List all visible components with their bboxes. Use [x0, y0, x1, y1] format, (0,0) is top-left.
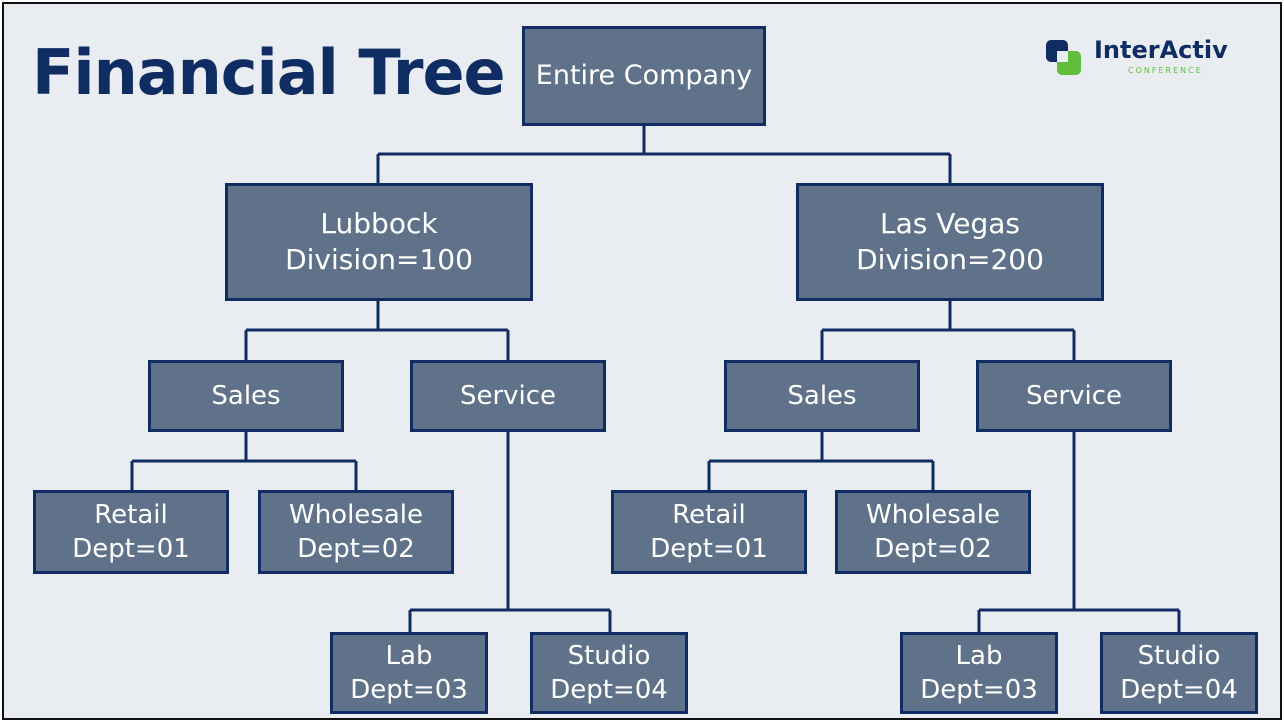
- node-lasvegas-sales: Sales: [724, 360, 920, 432]
- node-entire-company: Entire Company: [522, 26, 766, 126]
- dept-code: Dept=04: [550, 675, 668, 705]
- dept-code: Dept=02: [874, 534, 992, 564]
- dept-name: Retail: [672, 500, 746, 530]
- node-lubbock-studio: Studio Dept=04: [530, 632, 688, 714]
- node-lasvegas-studio: Studio Dept=04: [1100, 632, 1258, 714]
- dept-code: Dept=04: [1120, 675, 1238, 705]
- logo-mark-icon: [1046, 40, 1081, 75]
- dept-name: Retail: [94, 500, 168, 530]
- division-name: Lubbock: [320, 207, 438, 240]
- page-title: Financial Tree: [32, 36, 506, 109]
- connector-lubbock: [244, 300, 510, 362]
- dept-code: Dept=03: [920, 675, 1038, 705]
- logo-tagline: CONFERENCE: [1128, 66, 1203, 75]
- dept-code: Dept=02: [297, 534, 415, 564]
- node-lasvegas-wholesale: Wholesale Dept=02: [835, 490, 1031, 574]
- connector-lubbock-sales: [130, 432, 358, 492]
- dept-code: Dept=01: [72, 534, 190, 564]
- node-lasvegas-lab: Lab Dept=03: [900, 632, 1058, 714]
- node-lubbock-retail: Retail Dept=01: [33, 490, 229, 574]
- dept-name: Studio: [1137, 641, 1221, 671]
- division-code: Division=100: [285, 243, 473, 276]
- division-code: Division=200: [856, 243, 1044, 276]
- connector-lasvegas-service: [977, 432, 1181, 634]
- dept-name: Lab: [385, 641, 433, 671]
- dept-name: Wholesale: [288, 500, 423, 530]
- node-division-lubbock: Lubbock Division=100: [225, 183, 533, 301]
- node-lubbock-lab: Lab Dept=03: [330, 632, 488, 714]
- node-lubbock-sales: Sales: [148, 360, 344, 432]
- dept-name: Studio: [567, 641, 651, 671]
- group-label: Sales: [211, 381, 281, 411]
- interactiv-logo: InterActiv CONFERENCE: [1044, 36, 1254, 84]
- logo-name: InterActiv: [1094, 36, 1228, 64]
- group-label: Service: [1025, 381, 1123, 411]
- dept-code: Dept=01: [650, 534, 768, 564]
- dept-name: Lab: [955, 641, 1003, 671]
- connector-lubbock-service: [408, 432, 612, 634]
- node-lubbock-wholesale: Wholesale Dept=02: [258, 490, 454, 574]
- connector-root: [376, 124, 952, 186]
- connector-lasvegas-sales: [707, 432, 935, 492]
- group-label: Service: [459, 381, 557, 411]
- group-label: Sales: [787, 381, 857, 411]
- tree-connectors: [130, 124, 1181, 634]
- node-lubbock-service: Service: [410, 360, 606, 432]
- node-division-lasvegas: Las Vegas Division=200: [796, 183, 1104, 301]
- node-lasvegas-service: Service: [976, 360, 1172, 432]
- dept-code: Dept=03: [350, 675, 468, 705]
- connector-lasvegas: [820, 300, 1076, 362]
- division-name: Las Vegas: [880, 207, 1020, 240]
- node-lasvegas-retail: Retail Dept=01: [611, 490, 807, 574]
- dept-name: Wholesale: [865, 500, 1000, 530]
- node-label: Entire Company: [535, 60, 753, 91]
